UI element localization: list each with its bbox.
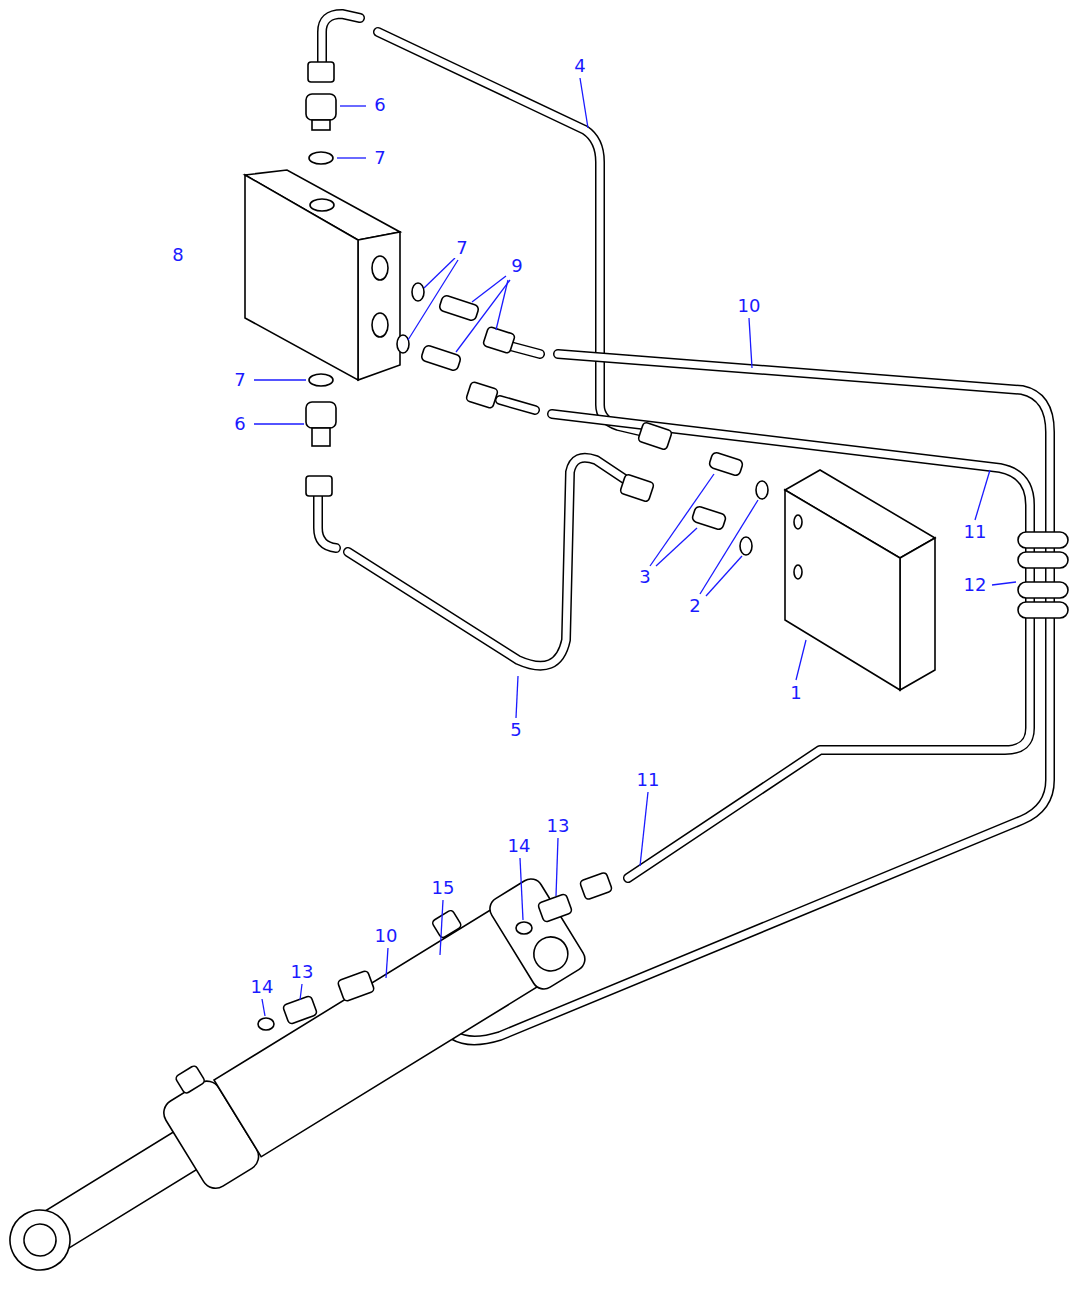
callout-number: 14 (249, 977, 276, 997)
callout-number: 13 (545, 816, 572, 836)
callout-number: 12 (962, 575, 989, 595)
callout-number: 7 (454, 238, 469, 258)
callout-number: 11 (635, 770, 662, 790)
callout-number: 1 (788, 683, 803, 703)
callout-number: 8 (170, 245, 185, 265)
callout-number: 14 (506, 836, 533, 856)
callout-number: 4 (572, 56, 587, 76)
callout-number: 13 (289, 962, 316, 982)
callout-number: 11 (962, 522, 989, 542)
callout-number: 7 (372, 148, 387, 168)
callout-number: 5 (508, 720, 523, 740)
callout-number: 10 (373, 926, 400, 946)
callout-number: 2 (687, 596, 702, 616)
callout-number: 6 (232, 414, 247, 434)
callout-number: 10 (736, 296, 763, 316)
callout-number: 15 (430, 878, 457, 898)
callout-number: 6 (372, 95, 387, 115)
callout-number: 7 (232, 370, 247, 390)
callout-number: 9 (509, 256, 524, 276)
callout-number: 3 (637, 567, 652, 587)
